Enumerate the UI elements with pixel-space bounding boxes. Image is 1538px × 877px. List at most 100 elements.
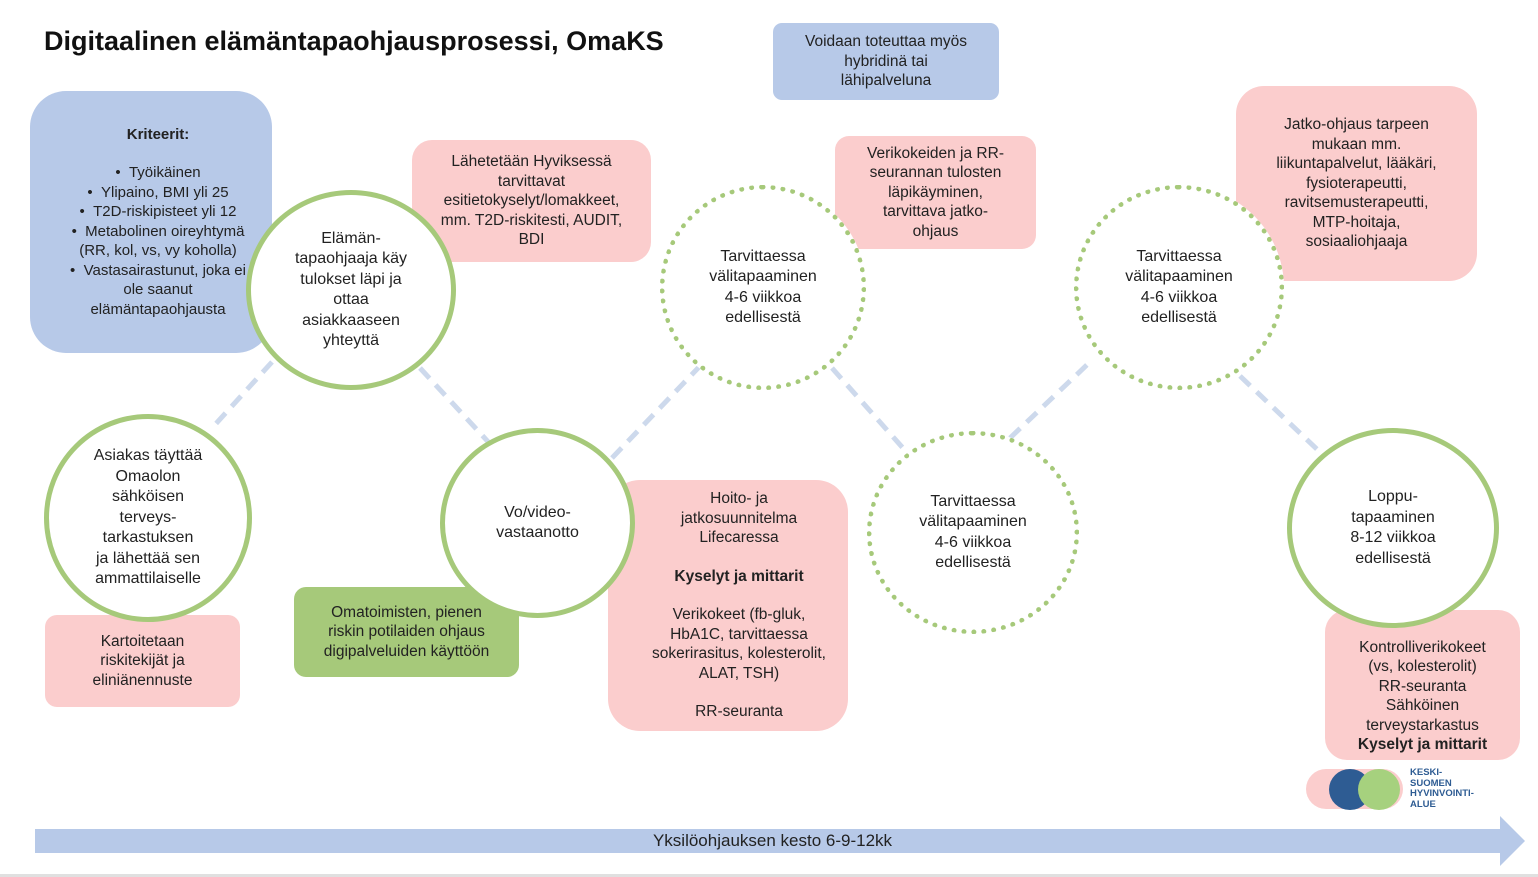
care-plan-heading: Kyselyt ja mittarit [674, 567, 804, 585]
note-line: tarvittava jatko- [882, 203, 989, 221]
note-line: mukaan mm. [1311, 135, 1402, 153]
note-line: mm. T2D-riskitesti, AUDIT, [440, 211, 623, 229]
step-line: edellisestä [935, 554, 1011, 571]
final-note: Kontrolliverikokeet (vs, kolesterolit) R… [1325, 610, 1520, 760]
note-line: Sähköinen [1385, 697, 1460, 714]
logo-line: KESKI- [1410, 767, 1443, 778]
note-line: Hoito- ja [710, 490, 768, 508]
step-line: Tarvittaessa [720, 247, 806, 265]
bottom-divider [0, 874, 1538, 877]
note-line: ALAT, TSH) [698, 664, 780, 682]
step-line: Loppu- [1368, 488, 1418, 505]
note-line: seurannan tulosten [869, 164, 1002, 182]
step-line: asiakkaaseen [302, 311, 400, 329]
pre-forms-note: Lähetetään Hyviksessä tarvittavat esitie… [412, 140, 651, 262]
follow-up-note: Jatko-ohjaus tarpeen mukaan mm. liikunta… [1236, 86, 1477, 281]
criteria-item: Ylipaino, BMI yli 25 [58, 183, 258, 203]
step-circle-1: Asiakas täyttää Omaolon sähköisen tervey… [44, 414, 252, 622]
note-line: riskitekijät ja [100, 652, 185, 670]
step-line: 4-6 viikkoa [934, 533, 1012, 551]
step-circle-3: Vo/video- vastaanotto [440, 428, 635, 618]
criteria-item: T2D-riskipisteet yli 12 [58, 202, 258, 222]
timeline-arrow [35, 816, 1525, 866]
logo-line: HYVINVOINTI- [1410, 788, 1474, 799]
step-line: Tarvittaessa [1136, 247, 1222, 265]
step-line: 4-6 viikkoa [1140, 288, 1218, 306]
note-line: MTP-hoitaja, [1312, 213, 1401, 231]
step-line: tulokset läpi ja [300, 270, 402, 288]
note-line: tarvittavat [497, 172, 566, 190]
note-line: RR-seuranta [695, 703, 783, 721]
note-line: sosiaaliohjaaja [1305, 233, 1408, 251]
note-line: eliniänennuste [92, 671, 193, 689]
note-line: fysioterapeutti, [1306, 174, 1407, 192]
note-line: digipalveluiden käyttöön [323, 642, 490, 660]
note-line: BDI [518, 231, 545, 249]
step-line: Asiakas täyttää [93, 447, 203, 465]
step-line: ottaa [333, 291, 369, 308]
note-line: Verikokeiden ja RR- [867, 144, 1004, 162]
step-line: välitapaaminen [709, 268, 817, 285]
criteria-item: Vastasairastunut, joka ei ole saanut elä… [58, 261, 258, 320]
note-line: terveystarkastus [1366, 716, 1479, 734]
hybrid-note-line: hybridinä tai [844, 52, 928, 70]
note-line: Kartoitetaan [100, 632, 185, 650]
note-line: (vs, kolesterolit) [1368, 658, 1477, 675]
hybrid-note: Voidaan toteuttaa myös hybridinä tai läh… [773, 23, 999, 100]
step-circle-5: Tarvittaessa välitapaaminen 4-6 viikkoa … [867, 431, 1079, 634]
final-heading: Kyselyt ja mittarit [1357, 736, 1488, 753]
connector-line [610, 364, 702, 460]
step-line: edellisestä [725, 309, 801, 326]
step-line: edellisestä [1141, 309, 1217, 326]
step-line: terveys- [119, 508, 177, 526]
note-line: HbA1C, tarvittaessa [670, 625, 808, 643]
step-line: tarkastuksen [102, 529, 194, 547]
step-line: ammattilaiselle [95, 570, 201, 588]
note-line: RR-seuranta [1378, 677, 1467, 695]
note-line: ravitsemusterapeutti, [1284, 194, 1429, 212]
step-circle-4: Tarvittaessa välitapaaminen 4-6 viikkoa … [660, 185, 866, 390]
connector-line [1238, 374, 1324, 456]
step-line: välitapaaminen [919, 513, 1027, 530]
note-line: Verikokeet (fb-gluk, [672, 606, 806, 624]
hybrid-note-line: lähipalveluna [840, 72, 932, 90]
note-line: sokerirasitus, kolesterolit, [651, 645, 826, 663]
step-line: Tarvittaessa [930, 492, 1016, 510]
step-line: vastaanotto [496, 524, 579, 541]
step-line: sähköisen [111, 488, 185, 506]
note-line: Jatko-ohjaus tarpeen [1284, 116, 1429, 134]
criteria-item: Työikäinen [58, 163, 258, 183]
note-line: ohjaus [912, 222, 959, 240]
step-line: 8-12 viikkoa [1350, 529, 1436, 546]
note-line: läpikäyminen, [888, 183, 983, 201]
connector-line [1008, 360, 1092, 440]
step-line: välitapaaminen [1125, 268, 1233, 285]
step-line: yhteyttä [322, 332, 380, 349]
blood-review-note: Verikokeiden ja RR- seurannan tulosten l… [835, 136, 1036, 249]
step-circle-7: Loppu- tapaaminen 8-12 viikkoa edellises… [1287, 428, 1499, 628]
criteria-list: Työikäinen Ylipaino, BMI yli 25 T2D-risk… [58, 163, 258, 319]
note-line: esitietokyselyt/lomakkeet, [443, 192, 620, 210]
note-line: riskin potilaiden ohjaus [328, 623, 485, 641]
note-line: jatkosuunnitelma [680, 509, 798, 527]
risk-mapping-note: Kartoitetaan riskitekijät ja eliniänennu… [45, 615, 240, 707]
step-line: tapaohjaaja käy [294, 250, 408, 267]
connector-line [830, 366, 912, 458]
duration-label: Yksilöohjauksen kesto 6-9-12kk [652, 831, 893, 850]
connector-line [210, 360, 274, 430]
note-line: Lifecaressa [699, 529, 779, 547]
step-line: tapaaminen [1351, 508, 1435, 526]
note-line: liikuntapalvelut, lääkäri, [1276, 155, 1437, 173]
logo-text: KESKI- SUOMEN HYVINVOINTI- ALUE [1410, 767, 1474, 810]
step-line: 4-6 viikkoa [724, 288, 802, 306]
step-line: Omaolon [115, 467, 181, 485]
note-line: Omatoimisten, pienen [331, 603, 482, 621]
care-plan-note: Hoito- ja jatkosuunnitelma Lifecaressa K… [608, 480, 848, 731]
step-line: Vo/video- [504, 503, 571, 521]
logo-light-circle [1358, 769, 1400, 810]
logo-line: ALUE [1410, 798, 1436, 810]
criteria-item: Metabolinen oireyhtymä (RR, kol, vs, vy … [58, 222, 258, 261]
self-care-note: Omatoimisten, pienen riskin potilaiden o… [294, 587, 519, 677]
note-line: Kontrolliverikokeet [1359, 638, 1486, 656]
